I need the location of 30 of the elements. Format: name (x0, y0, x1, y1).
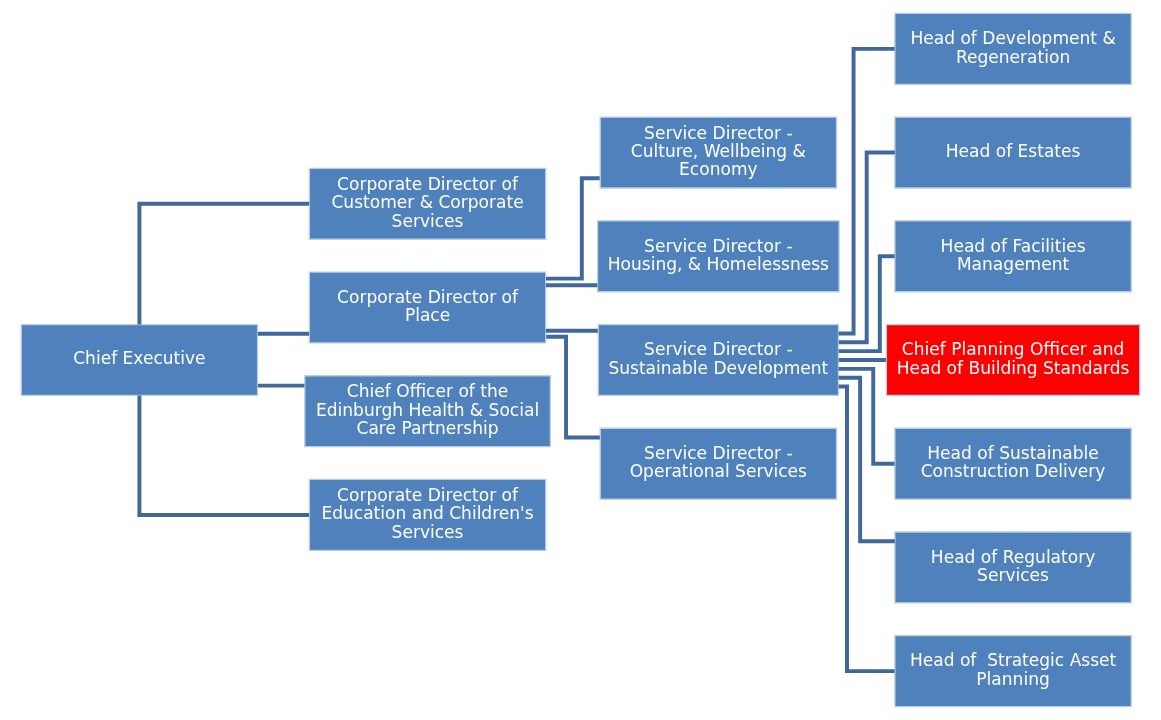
node-box: Service Director - Sustainable Development (597, 323, 840, 397)
connector (838, 46, 895, 336)
connector (546, 176, 600, 281)
connector (838, 358, 886, 362)
node-box: Head of Estates (894, 116, 1132, 189)
node-box: Corporate Director of Place (308, 271, 547, 344)
connector (257, 383, 305, 388)
connector (137, 395, 310, 517)
connector (545, 328, 598, 333)
connector (838, 375, 895, 544)
node-box: Head of Strategic Asset Planning (894, 635, 1132, 708)
node-box: Chief Executive (20, 323, 259, 397)
connector (838, 150, 895, 345)
node-box: Head of Regulatory Services (894, 531, 1132, 604)
connector (838, 384, 895, 674)
node-box: Corporate Director of Education and Children's Services (308, 478, 547, 551)
node-box: Service Director - Operational Services (599, 427, 838, 500)
node-box: Chief Planning Officer and Head of Building Standards (885, 323, 1141, 397)
node-box: Head of Development & Regeneration (894, 12, 1132, 85)
node-box: Head of Sustainable Construction Delivery (894, 427, 1132, 500)
node-box: Corporate Director of Customer & Corporate Services (308, 167, 547, 240)
node-box: Service Director - Culture, Wellbeing & Economy (599, 116, 838, 189)
connector (257, 331, 310, 336)
node-box: Head of Facilities Management (894, 220, 1132, 293)
node-box: Service Director - Housing, & Homelessness (596, 220, 840, 293)
connector (838, 254, 895, 354)
node-box: Chief Officer of the Edinburgh Health & Social Care Partnership (304, 375, 551, 448)
connector (546, 334, 600, 440)
connector (137, 201, 310, 325)
connector (545, 283, 598, 288)
